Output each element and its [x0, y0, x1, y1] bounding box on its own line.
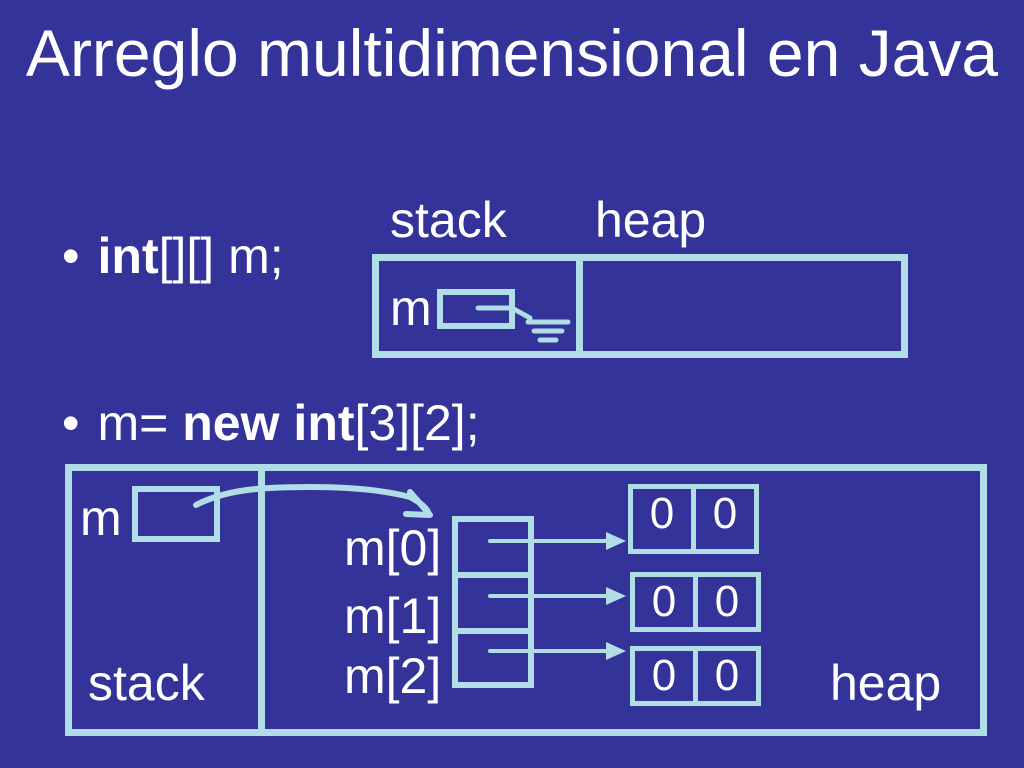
code-declaration-rest: [][] m; — [158, 228, 284, 284]
inner-array-2-cell-1: 0 — [693, 646, 761, 706]
bottom-memory-box — [65, 464, 987, 736]
bullet-declaration: • int[][] m; — [62, 228, 284, 284]
row-label-0: m[0] — [344, 520, 442, 576]
bottom-stack-heap-divider — [258, 468, 265, 732]
bullet-dot: • — [62, 395, 80, 451]
bottom-var-slot — [132, 486, 220, 542]
arrowhead-m2 — [606, 642, 626, 660]
code-keyword-int: int — [97, 228, 159, 284]
code-allocation-rest: [3][2]; — [354, 395, 480, 451]
bottom-var-label: m — [80, 490, 122, 546]
row-label-1: m[1] — [344, 588, 442, 644]
code-assign: m= — [97, 395, 183, 451]
slide-title: Arreglo multidimensional en Java — [25, 16, 999, 90]
arrowhead-m0 — [606, 532, 626, 550]
bottom-heap-label: heap — [830, 655, 942, 711]
null-reference-symbol — [475, 305, 571, 343]
top-var-label: m — [390, 280, 432, 336]
bottom-stack-label: stack — [88, 655, 205, 711]
top-stack-heap-divider — [576, 258, 583, 352]
inner-array-1-cell-1: 0 — [693, 572, 761, 632]
inner-array-0-cell-1: 0 — [691, 484, 759, 554]
code-keyword-new: new — [182, 395, 280, 451]
reference-array-divider-1 — [455, 572, 531, 578]
reference-array-divider-2 — [455, 628, 531, 634]
arrowhead-m1 — [606, 587, 626, 605]
arrow-m-to-array — [193, 484, 433, 518]
top-stack-label: stack — [390, 192, 507, 248]
bullet-dot: • — [62, 228, 80, 284]
top-memory-box — [372, 254, 908, 358]
reference-array — [452, 516, 534, 688]
bullet-allocation: • m= new int[3][2]; — [62, 395, 480, 451]
row-label-2: m[2] — [344, 648, 442, 704]
top-heap-label: heap — [595, 192, 707, 248]
code-keyword-int: int — [293, 395, 355, 451]
